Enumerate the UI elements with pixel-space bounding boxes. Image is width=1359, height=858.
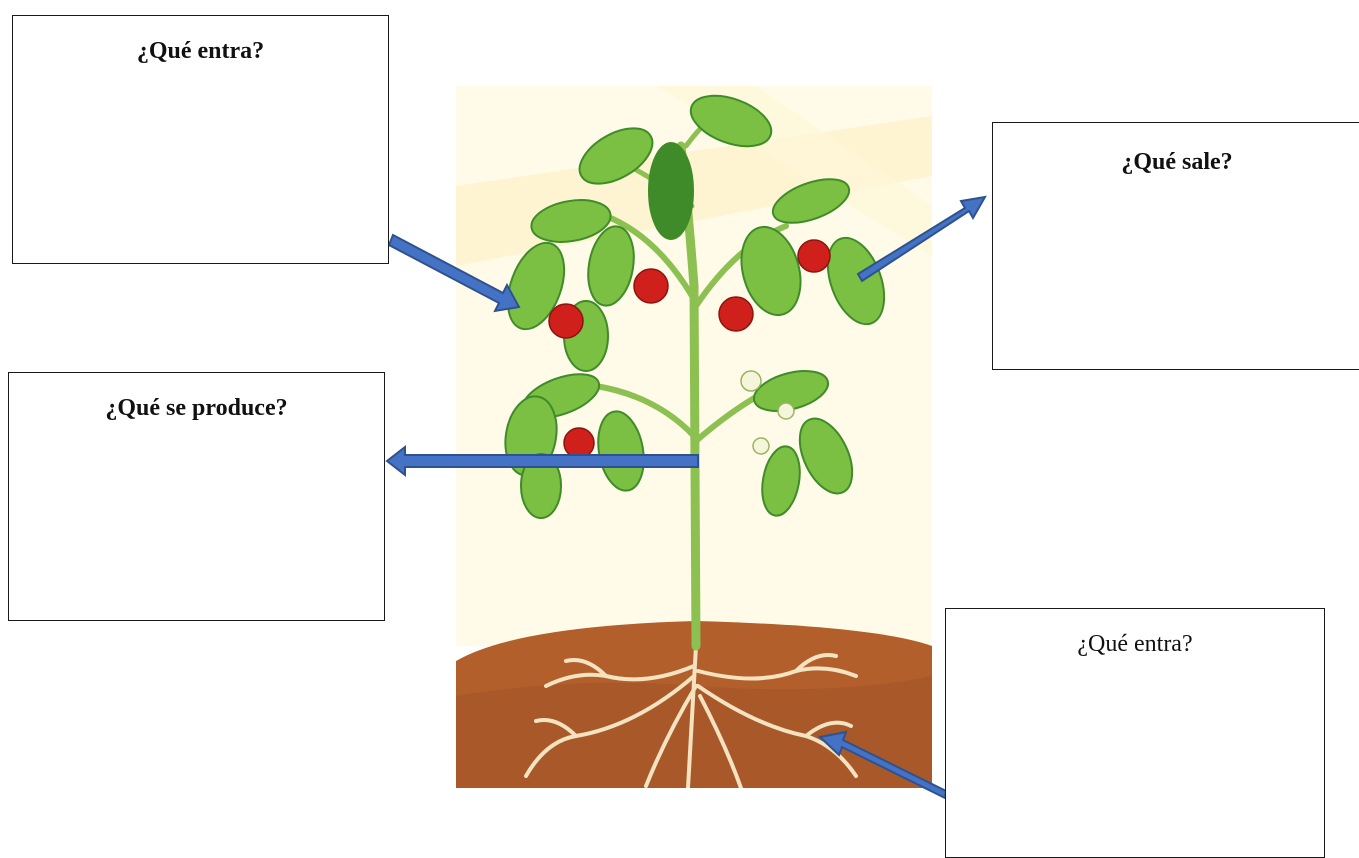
flowers [740,370,795,455]
box-que-sale: ¿Qué sale? [992,122,1359,370]
box-que-entra-bottom: ¿Qué entra? [945,608,1325,858]
box-que-se-produce: ¿Qué se produce? [8,372,385,621]
box-title: ¿Qué sale? [1121,149,1233,175]
box-que-entra-top: ¿Qué entra? [12,15,389,264]
tomatoes [548,239,831,459]
box-title: ¿Qué entra? [136,38,265,64]
soil-shade [456,676,932,788]
box-title: ¿Qué se produce? [105,395,288,421]
roots [524,644,858,788]
tomato-plant-illustration [456,86,932,788]
box-title: ¿Qué entra? [1077,631,1193,657]
